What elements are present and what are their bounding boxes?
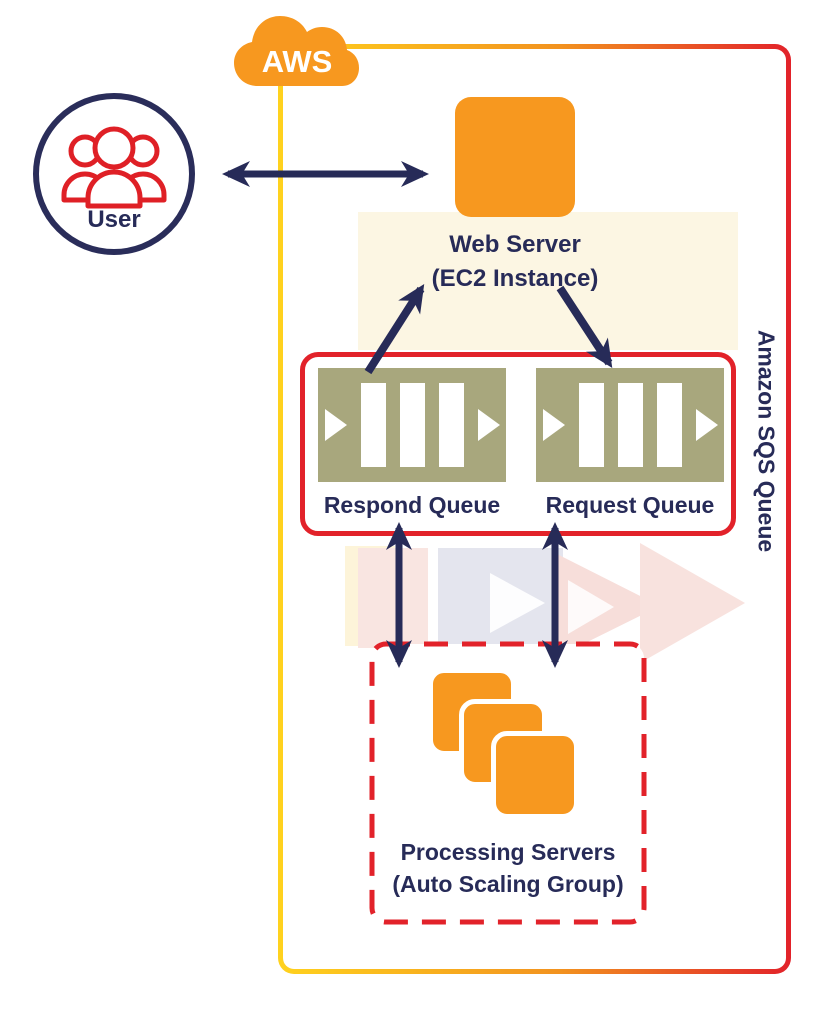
processing-servers-subtitle: (Auto Scaling Group) (392, 871, 624, 897)
queue-bar-glyph (617, 383, 643, 467)
queue-arrow-glyph (477, 409, 500, 441)
processing-server-icon (491, 731, 579, 819)
web-server-label: Web Server (EC2 Instance) (385, 228, 645, 296)
queue-bar-glyph (360, 383, 386, 467)
ec2-instance-icon (455, 97, 575, 217)
queue-arrow-glyph (695, 409, 718, 441)
aws-cloud-label: AWS (262, 44, 333, 79)
queue-bar-glyph (578, 383, 604, 467)
request-queue-icon (536, 368, 724, 482)
queue-bar-glyph (399, 383, 425, 467)
user-label: User (87, 206, 141, 233)
aws-cloud-icon: AWS (234, 16, 359, 86)
processing-servers-title: Processing Servers (400, 839, 616, 865)
respond-queue-icon (318, 368, 506, 482)
person-center-head (92, 126, 136, 170)
queue-bar-glyph (438, 383, 464, 467)
web-server-subtitle: (EC2 Instance) (431, 265, 599, 292)
person-center-body (85, 169, 143, 209)
queue-bar-glyph (656, 383, 682, 467)
respond-queue-label: Respond Queue (323, 492, 501, 518)
queue-arrow-glyph (542, 409, 565, 441)
processing-servers-label: Processing Servers (Auto Scaling Group) (378, 836, 638, 900)
request-queue-label: Request Queue (545, 492, 715, 518)
sqs-side-label: Amazon SQS Queue (753, 329, 780, 553)
queue-arrow-glyph (324, 409, 347, 441)
web-server-title: Web Server (449, 231, 581, 258)
user-icon (33, 93, 195, 255)
